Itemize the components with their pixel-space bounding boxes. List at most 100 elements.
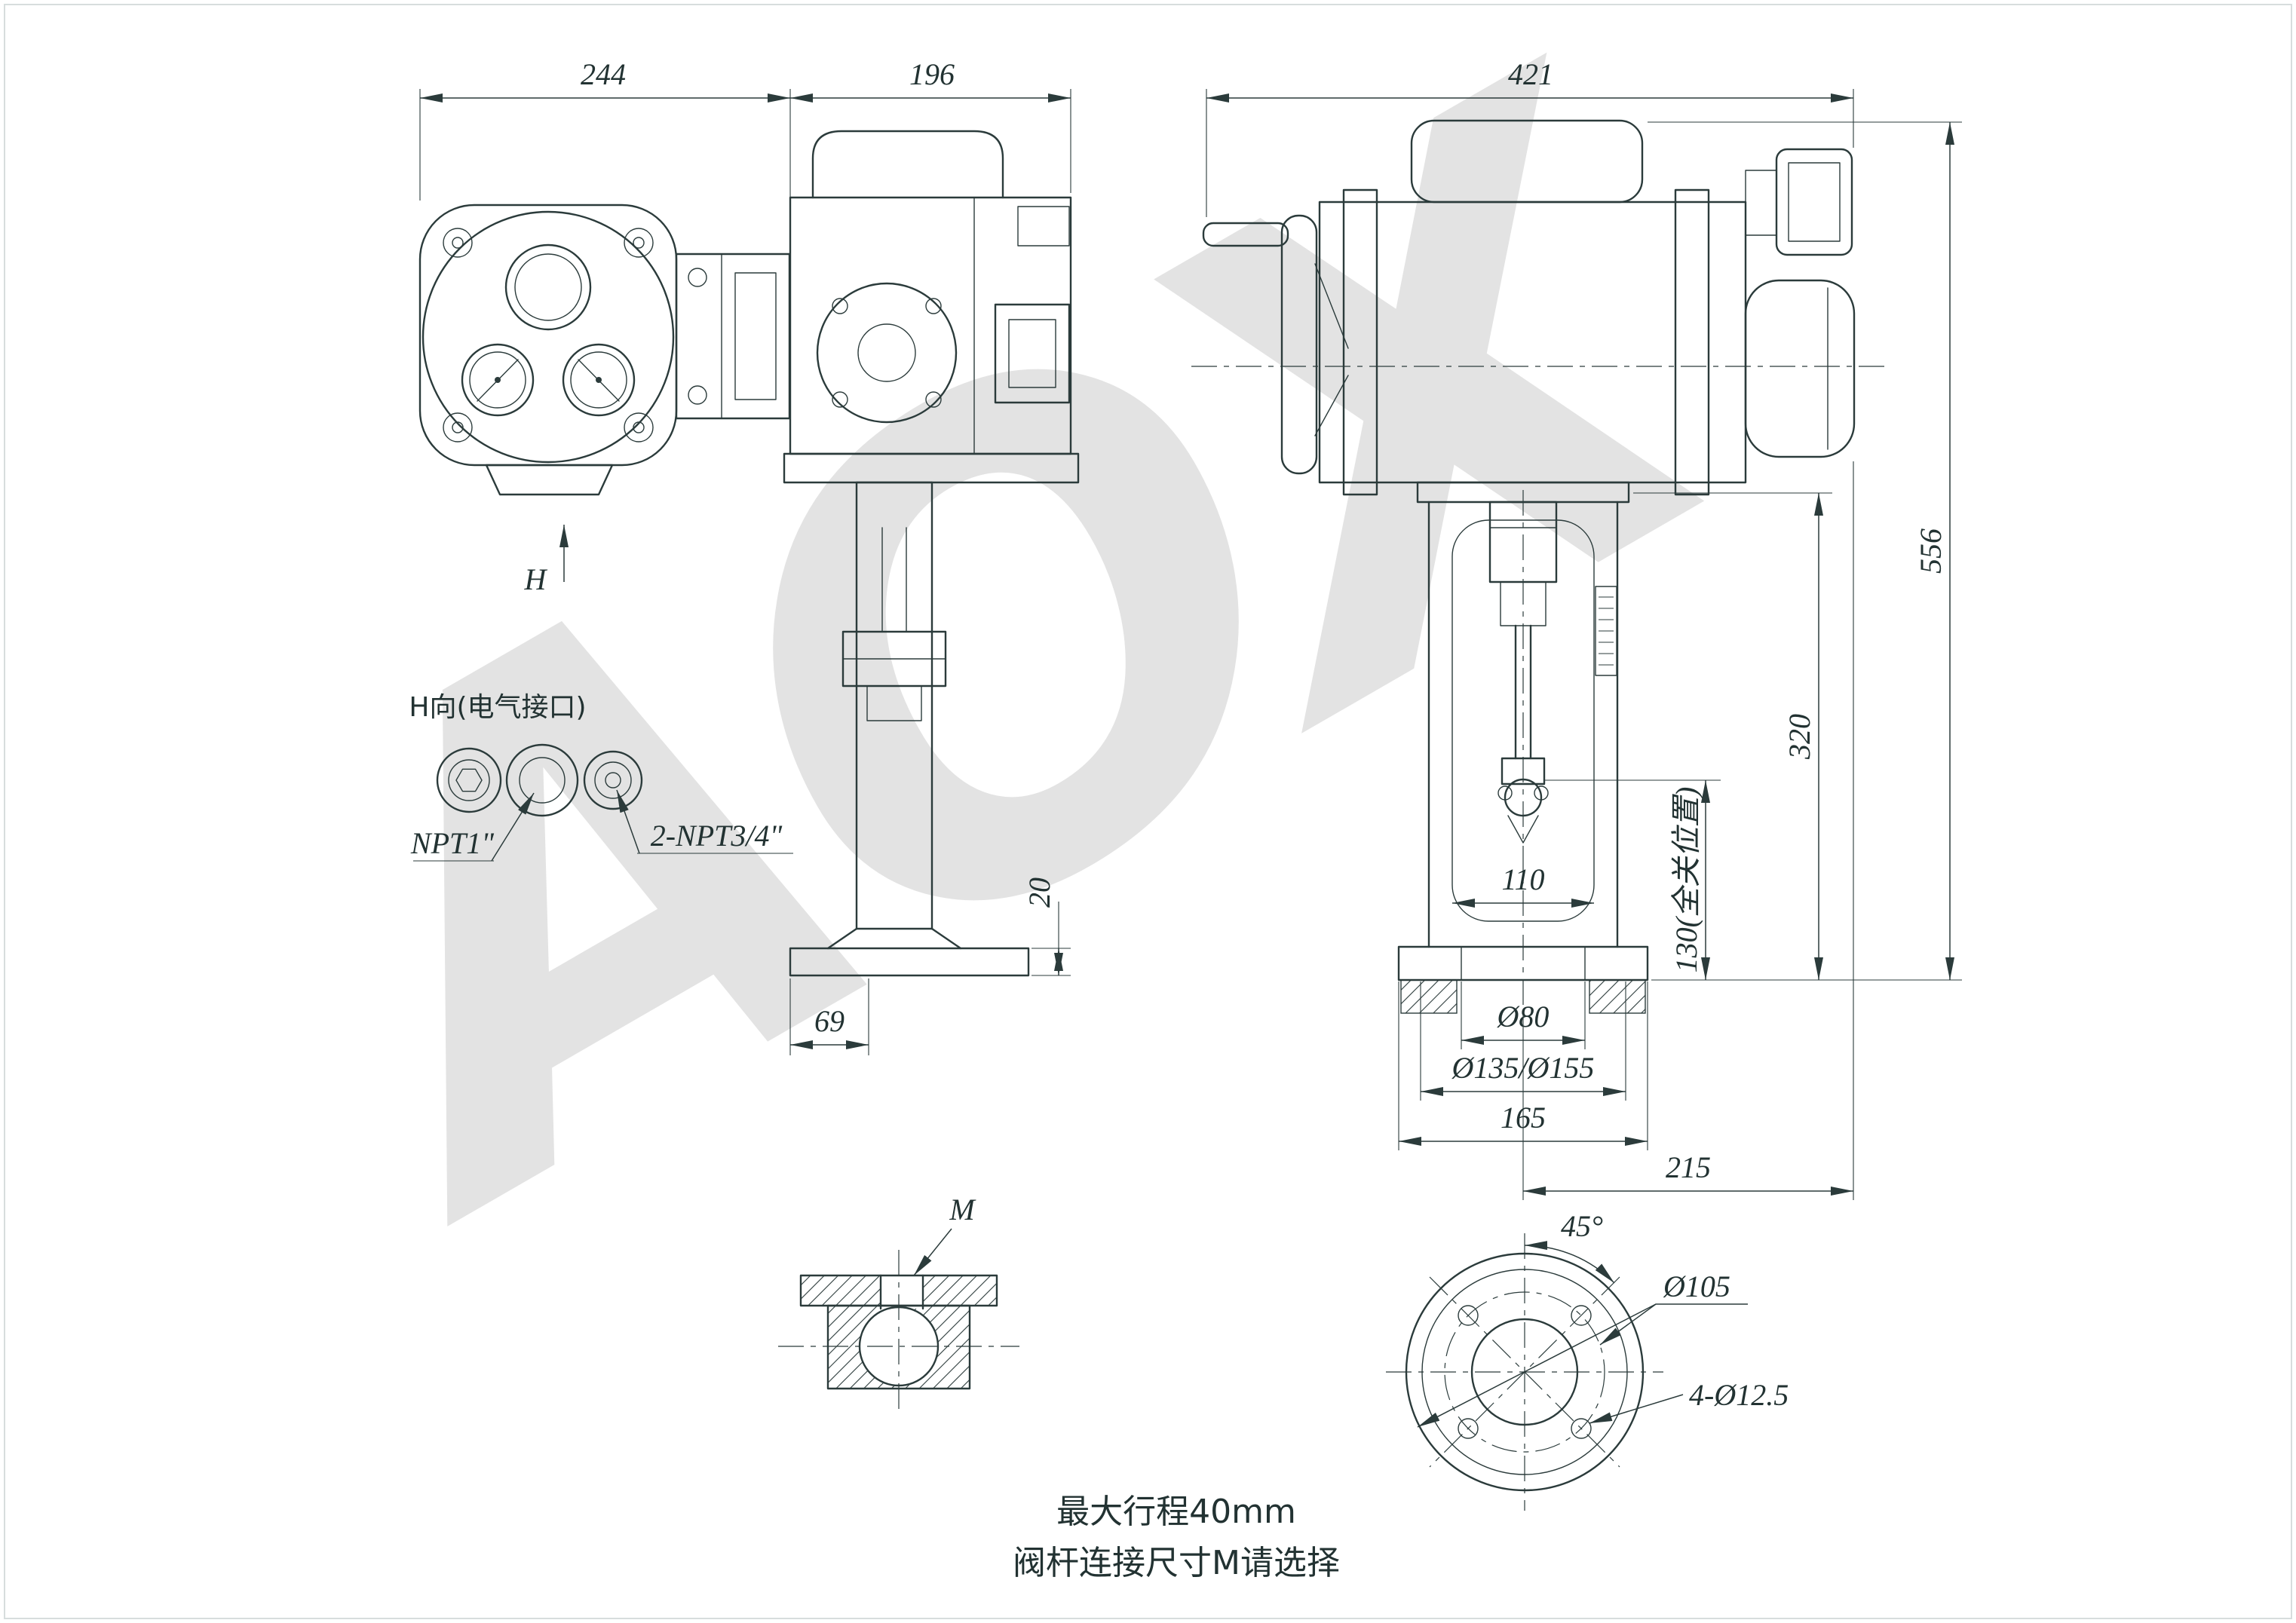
- scale-ticks: [1599, 596, 1614, 666]
- bolt-hole: [1571, 1418, 1592, 1439]
- junction-box-panel: [734, 272, 777, 400]
- handwheel-rim: [1280, 214, 1318, 475]
- dim-556-label: 556: [1914, 528, 1948, 574]
- npt1-label: NPT1": [410, 826, 494, 860]
- sheet-frame: [4, 4, 2292, 1619]
- handwheel-spoke: [1314, 375, 1349, 436]
- top-cap: [1410, 119, 1644, 204]
- conduit-boss-middle: [505, 743, 579, 817]
- section-hatch-right: [1589, 979, 1646, 1014]
- npt34-label: 2-NPT3/4": [651, 819, 783, 853]
- dim-45-label: 45°: [1561, 1209, 1603, 1243]
- sight-window-inner: [514, 253, 582, 321]
- conduit-boss-left: [436, 747, 502, 813]
- bottom-flange: [1397, 945, 1649, 981]
- yoke-column: [855, 481, 933, 930]
- dim-215-label: 215: [1666, 1150, 1711, 1184]
- side-mechanism-inner: [1008, 319, 1056, 388]
- bolt-hole: [1458, 1418, 1479, 1439]
- corner-screw: [624, 228, 654, 258]
- stem-neck-cutout: [881, 1274, 923, 1309]
- flange-bolt: [832, 391, 848, 408]
- conduit-hole-left: [448, 759, 490, 801]
- side-top-box: [1017, 206, 1070, 247]
- dim-130-label: 130(全关位置): [1669, 787, 1703, 973]
- dim-244-label: 244: [581, 57, 626, 91]
- terminal-box-neck: [1745, 170, 1777, 236]
- bolt-hole: [1458, 1305, 1479, 1326]
- front-housing: [418, 204, 678, 467]
- front-body-circle: [421, 210, 675, 464]
- indicator-dial-right-inner: [570, 351, 627, 409]
- gear-housing-circle: [816, 282, 958, 424]
- dim-320-label: 320: [1783, 714, 1816, 760]
- flange-bottom-view: 45° Ø105 4-Ø12.5: [1386, 1209, 1789, 1511]
- flange-bolt: [832, 298, 848, 314]
- main-view-dimensions: 421 556 320 130(全关位置) 110 Ø80 Ø135/Ø155 …: [1206, 57, 1962, 1200]
- main-view: [1191, 119, 1885, 1014]
- bolt-circle-diameter-arrow: [1417, 1303, 1657, 1428]
- terminal-box: [1775, 148, 1853, 256]
- coupling-fork: [1507, 815, 1539, 844]
- terminal-box-cover: [1788, 162, 1841, 242]
- indicator-dial-left-inner: [469, 351, 526, 409]
- bottom-tab: [485, 464, 614, 496]
- m-label: M: [949, 1193, 976, 1226]
- bolt-holes-leader: [1589, 1394, 1684, 1424]
- drawing-notes: 最大行程40mm 阀杆连接尺寸M请选择: [1013, 1493, 1340, 1582]
- dim-105-label: Ø105: [1663, 1269, 1730, 1303]
- flange-bolt: [925, 391, 942, 408]
- hex-plug: [455, 768, 483, 792]
- dim-421-label: 421: [1508, 57, 1553, 91]
- base-transition: [930, 927, 962, 950]
- bolt-circle-leader: [1599, 1303, 1748, 1346]
- corner-screw: [624, 412, 654, 442]
- base-plate: [789, 947, 1030, 977]
- conduit-hole-right: [594, 761, 632, 799]
- side-mechanism: [994, 303, 1071, 404]
- note-stem-size: 阀杆连接尺寸M请选择: [1013, 1544, 1340, 1582]
- dim-20-label: 20: [1022, 877, 1056, 908]
- corner-screw-center: [452, 237, 464, 249]
- dial-pivot-left: [495, 377, 501, 383]
- note-max-stroke: 最大行程40mm: [1056, 1493, 1296, 1531]
- dim-bolt-holes-label: 4-Ø12.5: [1689, 1378, 1789, 1412]
- handwheel-handle: [1202, 222, 1289, 247]
- corner-screw-center: [452, 421, 464, 433]
- corner-screw-center: [633, 421, 645, 433]
- dim-110-label: 110: [1501, 862, 1544, 896]
- motor-cylinder: [1744, 279, 1856, 458]
- junction-box-screw: [688, 268, 707, 287]
- housing-rib-left: [1342, 188, 1378, 496]
- indicator-dial-left: [461, 343, 535, 417]
- housing-rib-right: [1674, 188, 1710, 496]
- stem-clamp: [866, 685, 922, 721]
- conduit-hole-middle: [519, 757, 566, 804]
- yoke-window: [1451, 519, 1595, 922]
- dial-pivot-right: [596, 377, 602, 383]
- position-indicator-scale: [1595, 586, 1617, 676]
- npt34-leader: [616, 789, 640, 854]
- watermark-text: AOX: [143, 0, 1856, 1362]
- coupling-bolt: [1534, 785, 1549, 801]
- junction-box-screw: [688, 385, 707, 405]
- section-hatch-left: [1400, 979, 1458, 1014]
- dim-196-label: 196: [909, 57, 955, 91]
- sight-window-outer: [504, 243, 592, 331]
- corner-screw: [443, 412, 473, 442]
- flange-bolt: [925, 298, 942, 314]
- conduit-plug-right: [605, 772, 621, 789]
- m-leader: [913, 1228, 952, 1276]
- electrical-interface-detail: H向(电气接口) NPT1" 2-NPT3/4": [409, 692, 793, 862]
- stem-connection-detail: M: [778, 1193, 1019, 1413]
- corner-screw-center: [633, 237, 645, 249]
- conduit-boss-right: [583, 750, 643, 810]
- base-transition: [826, 927, 858, 950]
- h-view-label: H: [524, 562, 548, 596]
- npt1-leader: [491, 792, 535, 862]
- electrical-detail-title: H向(电气接口): [409, 692, 586, 723]
- angle-45-arc: [1524, 1241, 1615, 1284]
- output-shaft-circle: [857, 323, 916, 382]
- motor-cap: [811, 130, 1004, 199]
